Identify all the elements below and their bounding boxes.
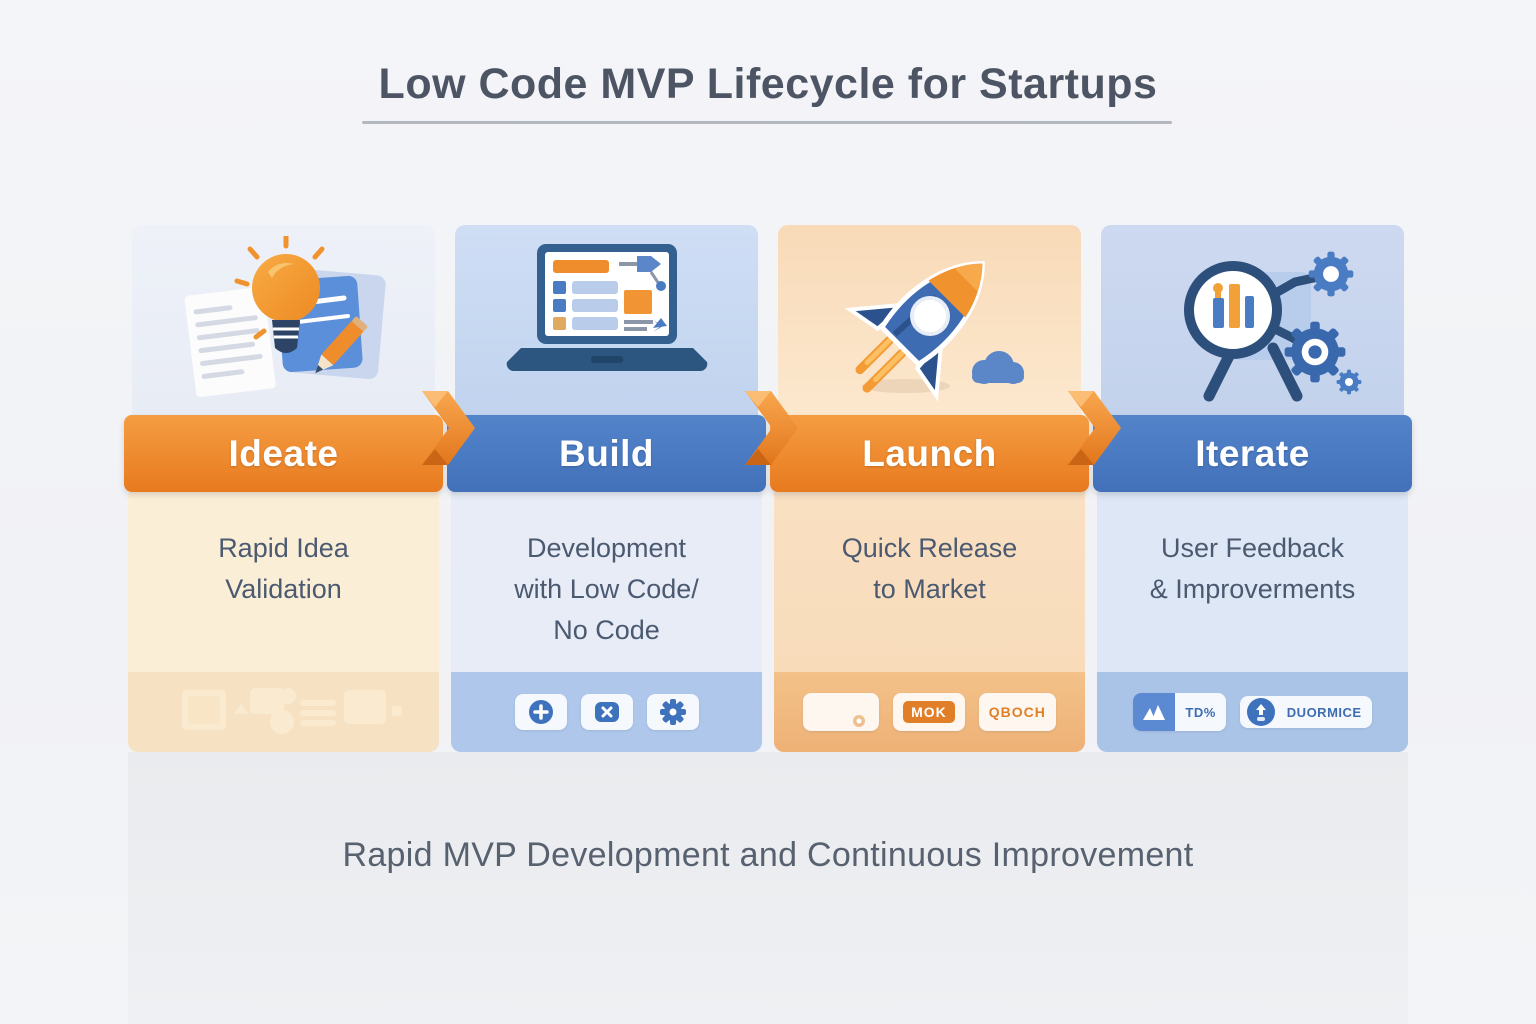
page-title: Low Code MVP Lifecycle for Startups xyxy=(378,60,1158,108)
launch-desc-line1: Quick Release xyxy=(841,533,1018,563)
flow-arrow-icon xyxy=(417,391,475,465)
analytics-magnifier-gears-icon xyxy=(1183,251,1361,402)
gear-icon xyxy=(659,699,686,725)
build-desc-line2: with Low Code/ xyxy=(514,574,699,604)
iterate-stage-band: Iterate xyxy=(1093,415,1412,492)
ideate-stage-label: Ideate xyxy=(228,432,339,474)
chart-icon xyxy=(1133,693,1176,731)
iterate-footer-strip: TD% DUORMICE xyxy=(1097,672,1408,752)
duormice-label: DUORMICE xyxy=(1286,704,1362,720)
laptop-app-builder-icon xyxy=(506,244,707,372)
footer-caption: Rapid MVP Development and Continuous Imp… xyxy=(342,836,1194,874)
launch-footer-strip: MOK QBOCH xyxy=(774,672,1085,752)
iterate-desc-line1: User Feedback xyxy=(1160,533,1345,563)
close-chip xyxy=(580,694,633,730)
card-icon xyxy=(853,715,866,727)
ideate-illustration xyxy=(132,225,435,415)
iterate-desc-line2: & Improverments xyxy=(1149,574,1356,604)
ideate-desc-line1: Rapid Idea xyxy=(218,533,349,563)
qboch-label: QBOCH xyxy=(988,704,1046,720)
stage-card-launch: Launch Quick Release to Market MOK xyxy=(770,225,1089,752)
td-label: TD% xyxy=(1185,704,1216,720)
ghost-shapes-icon xyxy=(181,688,402,734)
iterate-illustration xyxy=(1101,225,1404,415)
ideate-desc-line2: Validation xyxy=(225,574,342,604)
iterate-stage-label: Iterate xyxy=(1195,432,1310,474)
ideate-footer-strip xyxy=(128,672,439,752)
flow-arrow-icon xyxy=(1063,391,1121,465)
ideate-description: Rapid Idea Validation xyxy=(128,492,439,672)
title-underline xyxy=(362,121,1172,124)
mok-chip: MOK xyxy=(893,693,965,731)
build-desc-line1: Development xyxy=(526,533,687,563)
flow-arrow-icon xyxy=(740,391,798,465)
stage-card-ideate: Ideate Rapid Idea Validation xyxy=(124,225,443,752)
duormice-chip: DUORMICE xyxy=(1239,696,1372,728)
card-chip xyxy=(803,693,880,731)
launch-illustration xyxy=(778,225,1081,415)
launch-stage-label: Launch xyxy=(862,432,997,474)
td-chip: TD% xyxy=(1133,693,1226,731)
ideate-stage-band: Ideate xyxy=(124,415,443,492)
iterate-description: User Feedback & Improverments xyxy=(1097,492,1408,672)
launch-stage-band: Launch xyxy=(770,415,1089,492)
plus-icon xyxy=(528,700,553,724)
stage-card-build: Build Development with Low Code/ No Code xyxy=(447,225,766,752)
build-footer-strip xyxy=(451,672,762,752)
lifecycle-stages: Ideate Rapid Idea Validation xyxy=(124,225,1412,752)
build-desc-line3: No Code xyxy=(553,615,660,645)
launch-description: Quick Release to Market xyxy=(774,492,1085,672)
footer-panel: Rapid MVP Development and Continuous Imp… xyxy=(128,752,1408,1024)
qboch-chip: QBOCH xyxy=(978,693,1056,731)
mok-badge: MOK xyxy=(903,701,955,723)
build-illustration xyxy=(455,225,758,415)
cross-icon xyxy=(594,702,619,722)
launch-desc-line2: to Market xyxy=(873,574,986,604)
user-up-icon xyxy=(1240,696,1277,728)
settings-chip xyxy=(646,694,699,730)
add-chip xyxy=(514,694,567,730)
lightbulb-document-idea-icon xyxy=(184,236,386,398)
build-description: Development with Low Code/ No Code xyxy=(451,492,762,672)
stage-card-iterate: Iterate User Feedback & Improverments TD… xyxy=(1093,225,1412,752)
build-stage-label: Build xyxy=(559,432,654,474)
build-stage-band: Build xyxy=(447,415,766,492)
rocket-launch-icon xyxy=(843,261,1024,402)
